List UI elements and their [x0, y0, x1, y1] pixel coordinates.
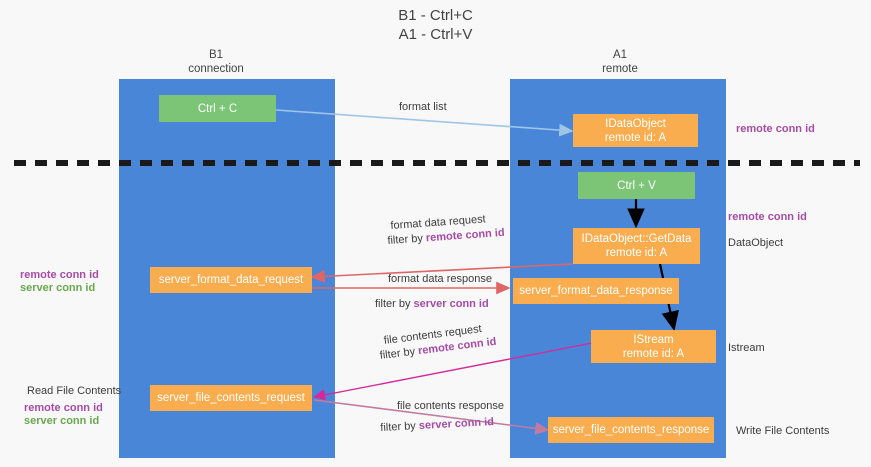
- side-label-left-remote-conn-id: remote conn id: [20, 269, 99, 281]
- node-ctrl-v-label: Ctrl + V: [617, 179, 656, 192]
- title-line-2: A1 - Ctrl+V: [398, 26, 473, 43]
- filter-key-server-conn-id: server conn id: [413, 298, 489, 310]
- filter-key-server-conn-id: server conn id: [418, 416, 495, 432]
- edge-label-format-data-response-filter: filter by server conn id: [375, 297, 489, 312]
- side-label-read-file-contents: Read File Contents: [27, 385, 122, 397]
- node-server-format-data-response-label: server_format_data_response: [519, 285, 673, 297]
- column-header-a1-name: A1: [612, 49, 628, 61]
- filter-prefix: filter by: [387, 232, 427, 247]
- column-header-b1-name: B1: [208, 49, 224, 61]
- side-label-istream: Istream: [728, 342, 765, 354]
- column-header-a1-sub: remote: [602, 63, 638, 75]
- filter-key-remote-conn-id: remote conn id: [425, 226, 505, 245]
- node-server-file-contents-response[interactable]: server_file_contents_response: [548, 417, 714, 443]
- side-label-left-remote-conn-id-2: remote conn id: [24, 402, 103, 414]
- node-server-format-data-request[interactable]: server_format_data_request: [150, 267, 312, 293]
- column-header-a1: A1 remote: [540, 48, 700, 76]
- node-idataobject[interactable]: IDataObject remote id: A: [573, 114, 698, 147]
- filter-prefix: filter by: [379, 345, 419, 362]
- side-label-remote-conn-id-mid: remote conn id: [728, 211, 807, 223]
- node-server-format-data-response[interactable]: server_format_data_response: [513, 278, 679, 304]
- node-ctrl-c-label: Ctrl + C: [197, 102, 238, 115]
- title-line-1: B1 - Ctrl+C: [398, 7, 473, 24]
- filter-prefix: filter by: [375, 298, 414, 310]
- side-label-left-server-conn-id-2: server conn id: [24, 415, 100, 427]
- diagram-title: B1 - Ctrl+C A1 - Ctrl+V: [0, 6, 871, 44]
- node-istream[interactable]: IStream remote id: A: [591, 330, 716, 363]
- filter-prefix: filter by: [380, 419, 420, 434]
- node-ctrl-v[interactable]: Ctrl + V: [578, 172, 695, 199]
- node-server-file-contents-request[interactable]: server_file_contents_request: [150, 385, 312, 411]
- node-ctrl-c[interactable]: Ctrl + C: [159, 95, 276, 122]
- node-getdata-remote-id: remote id: A: [605, 247, 668, 259]
- side-label-write-file-contents: Write File Contents: [736, 425, 830, 437]
- node-server-format-data-request-label: server_format_data_request: [158, 274, 304, 286]
- node-server-file-contents-response-label: server_file_contents_response: [552, 424, 710, 436]
- node-idataobject-label: IDataObject: [605, 117, 666, 130]
- edge-label-file-contents-response: file contents response: [397, 400, 505, 412]
- column-header-b1-sub: connection: [188, 63, 244, 75]
- side-label-dataobject: DataObject: [728, 237, 784, 249]
- side-label-remote-conn-id-top: remote conn id: [736, 123, 815, 135]
- node-istream-label: IStream: [633, 333, 674, 346]
- node-getdata[interactable]: IDataObject::GetData remote id: A: [573, 228, 700, 264]
- node-server-file-contents-request-label: server_file_contents_request: [157, 392, 305, 404]
- edge-label-format-data-response: format data response: [388, 273, 492, 285]
- side-label-left-server-conn-id: server conn id: [20, 282, 96, 294]
- edge-label-file-contents-response-filter: filter by server conn id: [380, 415, 494, 436]
- node-getdata-label: IDataObject::GetData: [581, 233, 692, 245]
- edge-label-format-list: format list: [399, 101, 447, 113]
- column-header-b1: B1 connection: [136, 48, 296, 76]
- node-istream-remote-id: remote id: A: [622, 347, 685, 360]
- node-idataobject-remote-id: remote id: A: [604, 131, 667, 144]
